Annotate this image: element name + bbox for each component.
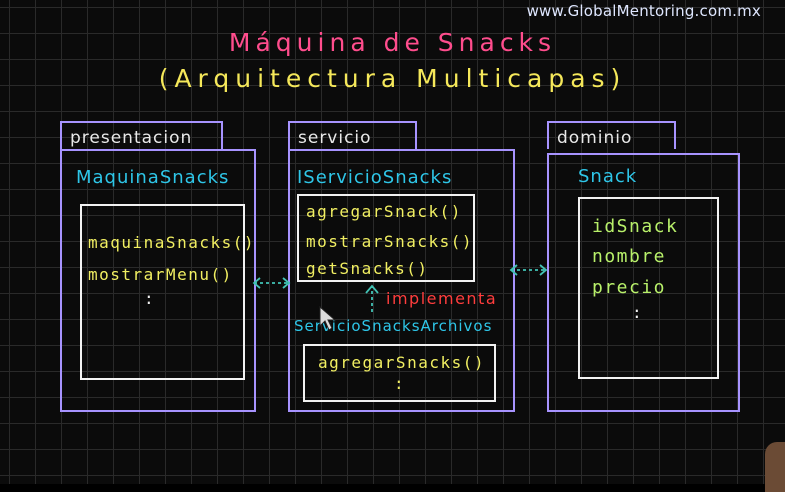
arrowhead-left-icon — [509, 264, 518, 276]
relation-label-implementa: implementa — [386, 289, 498, 308]
more-members-ellipsis: : — [632, 303, 642, 322]
watermark-text: www.GlobalMentoring.com.mx — [526, 2, 761, 20]
presenter-avatar — [765, 442, 785, 492]
package-servicio — [288, 149, 515, 412]
method-agregarsnacks: agregarSnacks() — [318, 353, 485, 372]
package-presentacion — [60, 149, 256, 412]
attribute-nombre: nombre — [592, 246, 667, 267]
diagram-title: Máquina de Snacks — [228, 28, 557, 57]
arrowhead-left-icon — [252, 277, 261, 289]
more-members-ellipsis: : — [394, 374, 404, 393]
interface-name-iserviciosnacks: IServicioSnacks — [297, 167, 453, 188]
package-tab-dominio: dominio — [547, 121, 676, 149]
package-tab-presentacion: presentacion — [60, 121, 223, 149]
attribute-idsnack: idSnack — [592, 216, 679, 237]
method-mostrarmenu: mostrarMenu() — [88, 265, 233, 284]
method-getsnacks: getSnacks() — [306, 259, 429, 278]
arrowhead-right-icon — [539, 264, 548, 276]
arrowhead-up-icon — [365, 284, 379, 294]
attribute-precio: precio — [592, 277, 667, 298]
class-name-maquinasnacks: MaquinaSnacks — [76, 167, 230, 188]
more-members-ellipsis: : — [144, 289, 154, 308]
class-box-snack — [578, 197, 719, 379]
class-name-snack: Snack — [578, 166, 638, 187]
method-agregarsnack: agregarSnack() — [306, 202, 462, 221]
method-maquinasnacks: maquinaSnacks() — [88, 233, 255, 252]
class-name-serviciosnacksarchivos: ServicioSnacksArchivos — [294, 317, 493, 335]
package-tab-servicio: servicio — [288, 121, 417, 149]
arrowhead-right-icon — [282, 277, 291, 289]
interface-box-iserviciosnacks — [297, 194, 475, 282]
method-mostrarsnacks: mostrarSnacks() — [306, 232, 473, 251]
mouse-cursor-icon — [319, 305, 337, 331]
class-box-serviciosnacksarchivos — [303, 344, 496, 402]
package-dominio — [547, 153, 740, 412]
diagram-subtitle: (Arquitectura Multicapas) — [158, 64, 627, 93]
class-box-maquinasnacks — [80, 204, 245, 380]
